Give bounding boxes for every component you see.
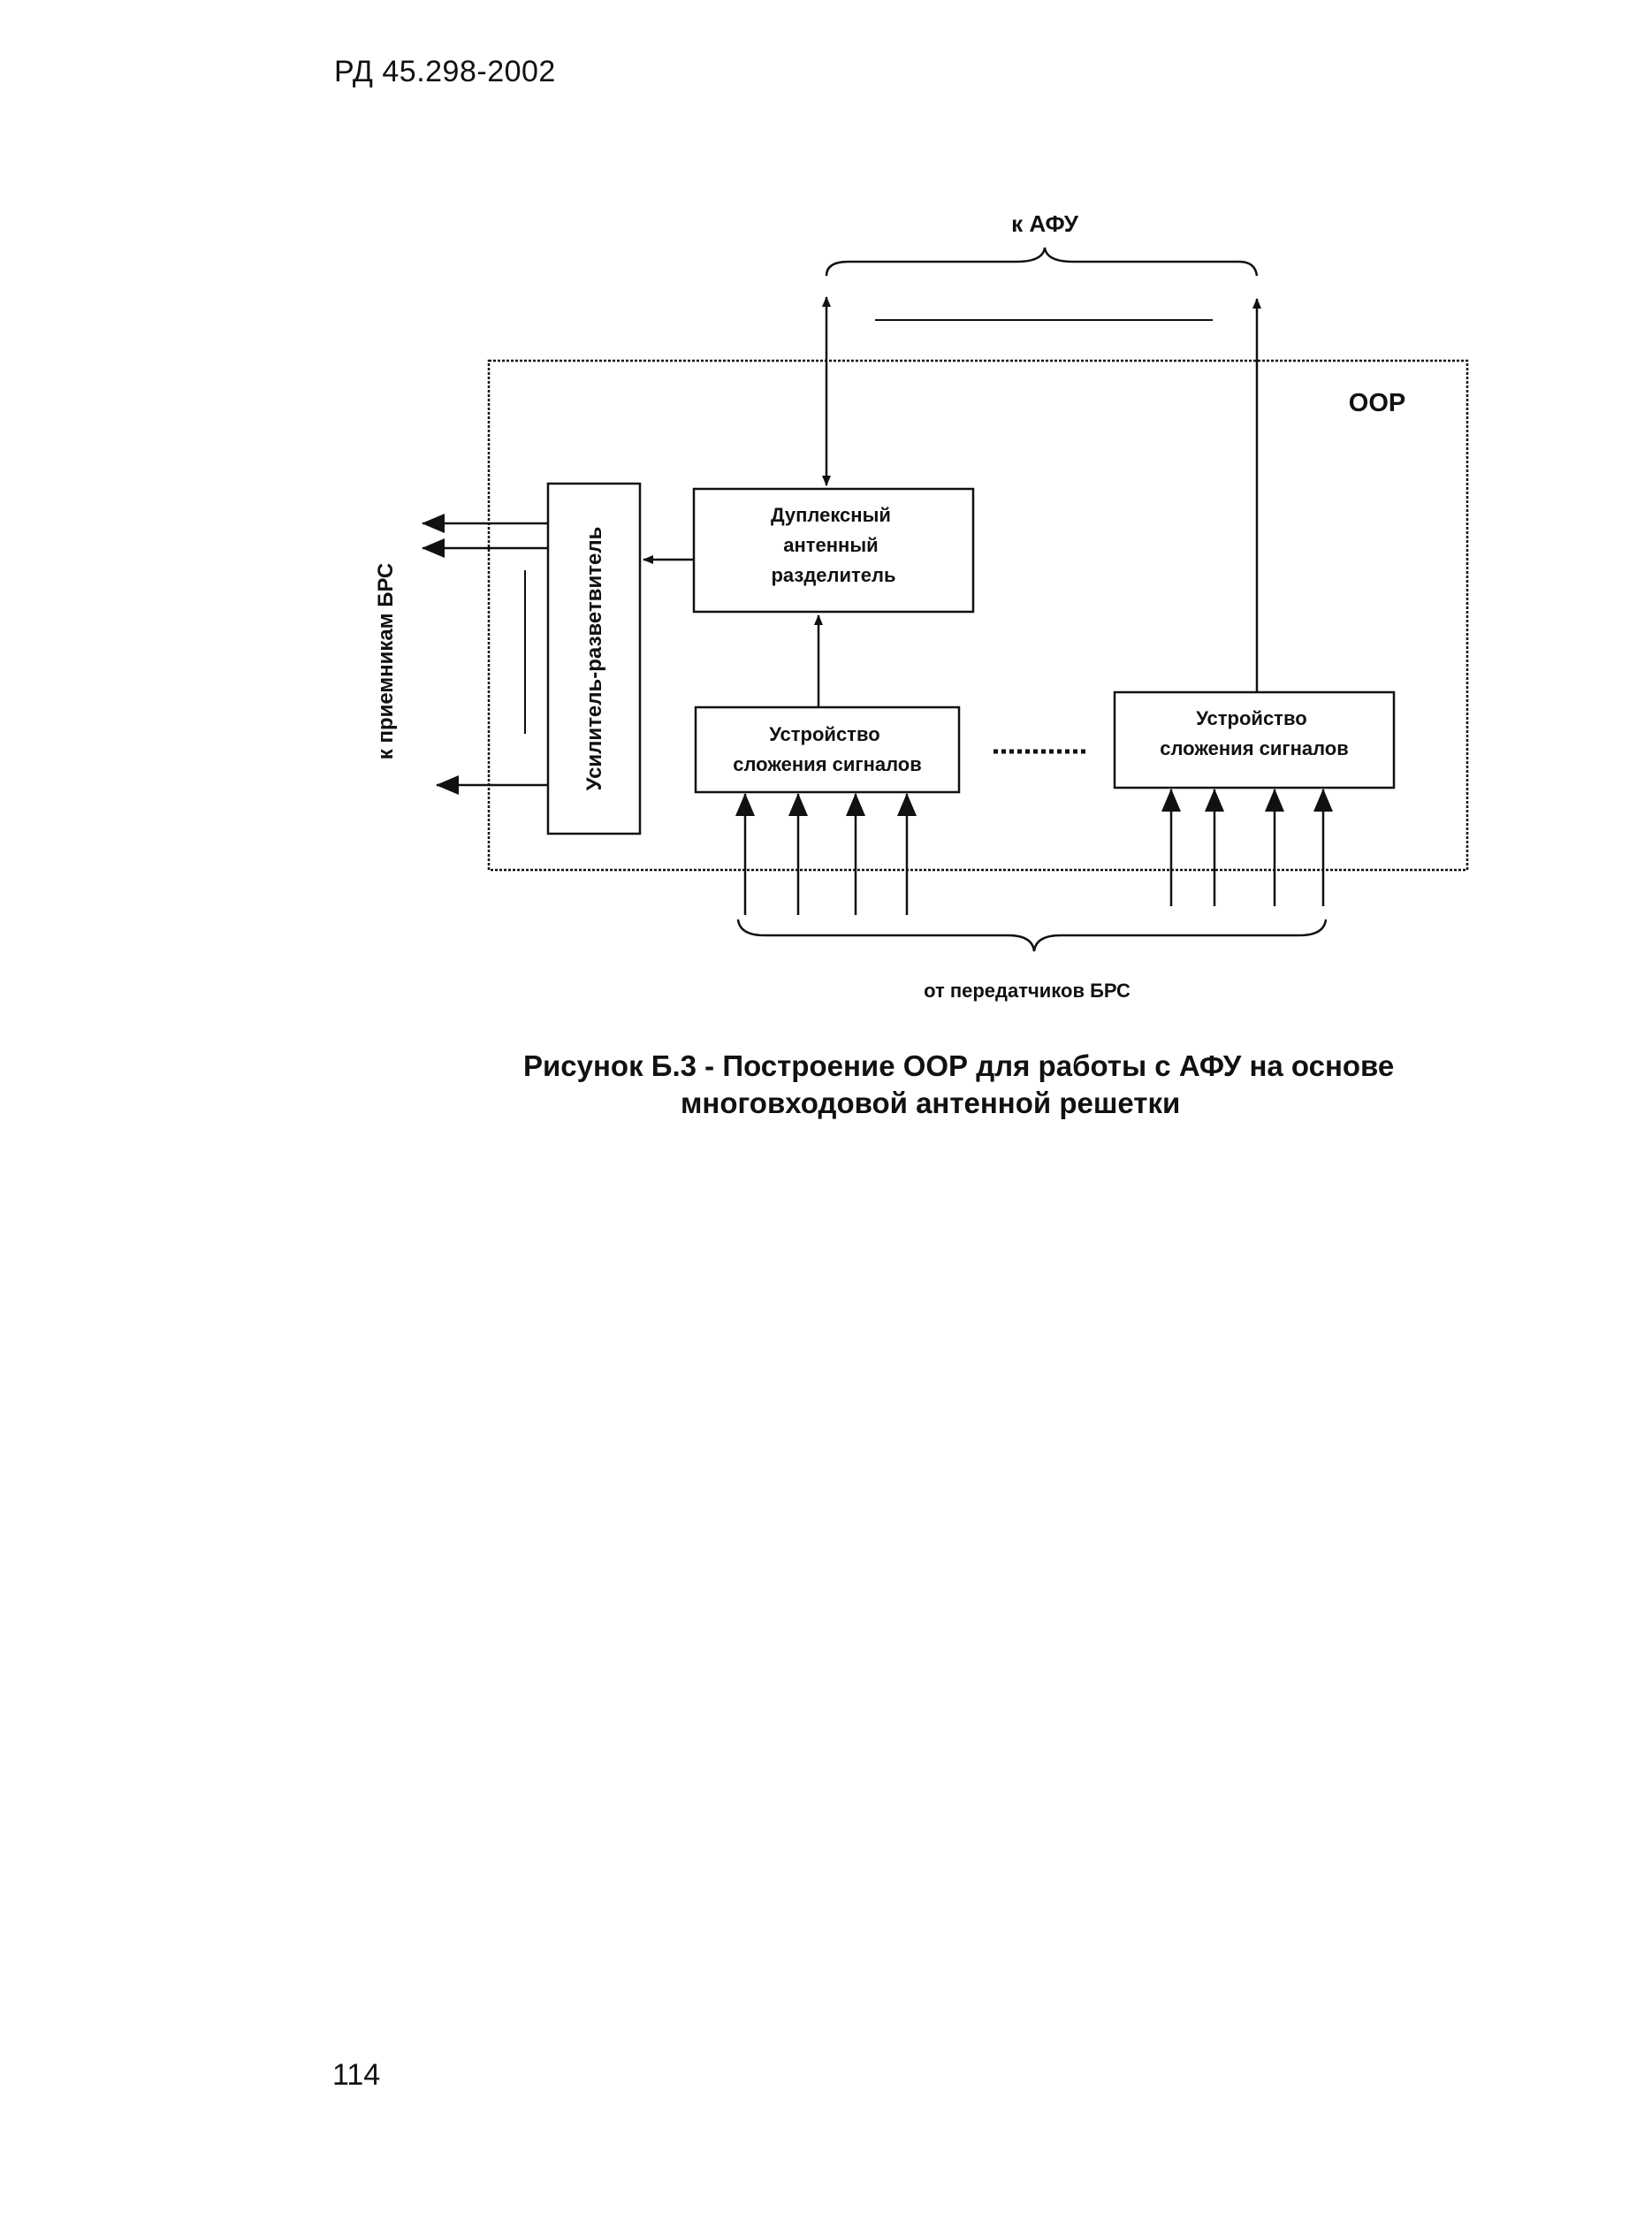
splitter-block [546, 482, 642, 835]
page-number: 114 [332, 2058, 381, 2092]
duplexer-line-3: разделитель [771, 564, 895, 586]
afu-brace [825, 247, 1259, 277]
adder-2-line-1: Устройство [1196, 707, 1306, 729]
oor-frame [487, 359, 1469, 872]
oor-label: ООР [1349, 389, 1405, 417]
adder-1-line-2: сложения сигналов [733, 753, 921, 775]
to-afu-label: к АФУ [1011, 210, 1079, 237]
adder-1-label: Устройство сложения сигналов [733, 723, 921, 775]
duplexer-label: Дуплексный антенный разделитель [771, 504, 896, 586]
adder-block-2 [1113, 690, 1396, 789]
splitter-label: Усилитель-разветвитель [582, 527, 606, 791]
from-transmitters-label: от передатчиков БРС [924, 980, 1131, 1002]
duplexer-line-1: Дуплексный [771, 504, 891, 526]
document-code: РД 45.298-2002 [334, 55, 556, 88]
duplexer-block [692, 487, 975, 614]
figure-caption-line-2: многовходовой антенной решетки [681, 1087, 1181, 1119]
duplexer-line-2: антенный [783, 534, 878, 556]
transmitters-brace [736, 919, 1328, 952]
adder-2-line-2: сложения сигналов [1160, 737, 1348, 759]
adder-1-line-1: Устройство [769, 723, 879, 745]
figure-caption-line-1: Рисунок Б.3 - Построение ООР для работы … [523, 1049, 1395, 1082]
adder-block-1 [694, 705, 961, 794]
adder-2-label: Устройство сложения сигналов [1160, 707, 1348, 759]
figure-caption: Рисунок Б.3 - Построение ООР для работы … [424, 1048, 1485, 1122]
to-receivers-label: к приемникам БРС [374, 563, 398, 759]
